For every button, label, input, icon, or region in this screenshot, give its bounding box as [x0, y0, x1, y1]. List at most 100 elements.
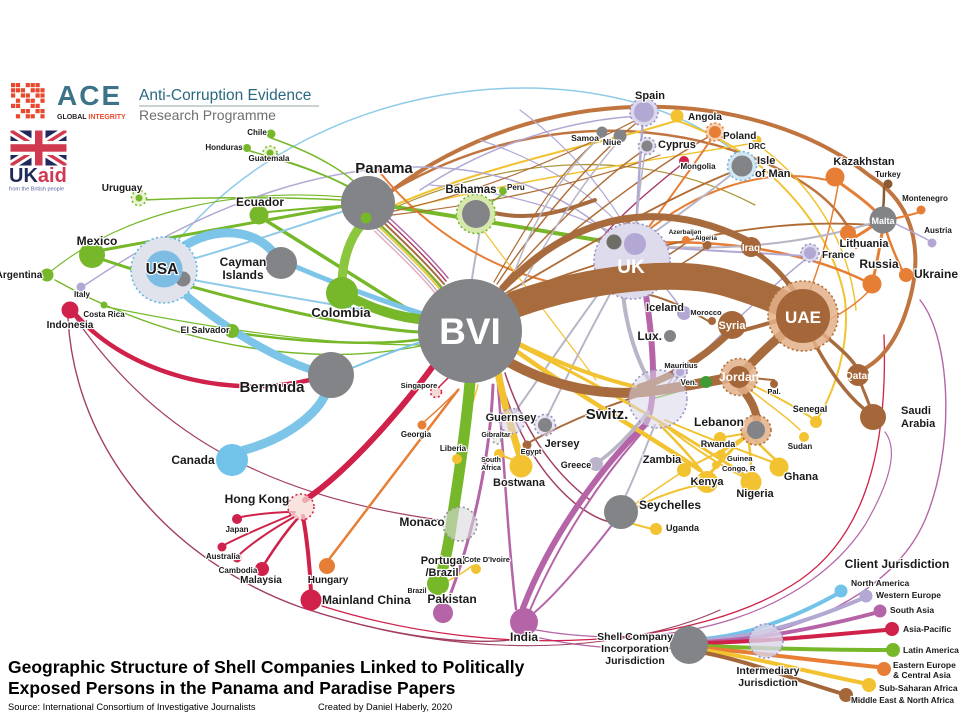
svg-text:Uruguay: Uruguay [102, 183, 143, 194]
svg-text:Niue: Niue [603, 137, 622, 147]
svg-text:France: France [822, 250, 855, 261]
svg-text:Senegal: Senegal [793, 404, 828, 414]
svg-text:Arabia: Arabia [901, 418, 936, 430]
svg-text:Australia: Australia [206, 552, 241, 561]
svg-text:Iraq: Iraq [742, 243, 760, 254]
svg-text:Bostwana: Bostwana [493, 477, 546, 489]
svg-text:GLOBAL INTEGRITY: GLOBAL INTEGRITY [57, 114, 126, 121]
svg-text:UAE: UAE [785, 308, 821, 327]
svg-text:Sub-Saharan Africa: Sub-Saharan Africa [879, 683, 958, 693]
svg-text:Switz.: Switz. [586, 406, 629, 423]
svg-text:UK: UK [617, 257, 645, 278]
svg-text:Georgia: Georgia [401, 430, 432, 439]
svg-text:Intermediary: Intermediary [736, 665, 799, 677]
svg-text:Austria: Austria [924, 226, 952, 235]
svg-text:DRC: DRC [748, 142, 766, 151]
svg-text:Eastern Europe: Eastern Europe [893, 660, 956, 670]
svg-text:Jersey: Jersey [545, 438, 581, 450]
svg-text:Created by Daniel Haberly, 202: Created by Daniel Haberly, 2020 [318, 702, 452, 712]
svg-text:Hong Kong: Hong Kong [225, 492, 290, 506]
svg-text:Saudi: Saudi [901, 405, 931, 417]
svg-text:of Man: of Man [755, 168, 791, 180]
svg-text:Client Jurisdiction: Client Jurisdiction [845, 557, 950, 571]
svg-text:Samoa: Samoa [571, 133, 599, 143]
svg-text:Western Europe: Western Europe [876, 590, 941, 600]
svg-text:Indonesia: Indonesia [47, 320, 94, 331]
svg-text:Colombia: Colombia [311, 305, 371, 320]
svg-text:Malta: Malta [871, 216, 895, 226]
svg-text:Middle East & North Africa: Middle East & North Africa [851, 696, 954, 705]
svg-text:Sudan: Sudan [788, 442, 813, 451]
svg-text:Lux.: Lux. [637, 329, 662, 343]
svg-text:Geographic Structure of Shell: Geographic Structure of Shell Companies … [8, 657, 525, 677]
svg-text:Gibraltar: Gibraltar [481, 432, 510, 439]
svg-text:Montenegro: Montenegro [902, 194, 948, 203]
svg-text:Ukraine: Ukraine [914, 267, 958, 281]
svg-text:Seychelles: Seychelles [639, 498, 701, 512]
svg-text:BVI: BVI [439, 311, 501, 352]
svg-text:Italy: Italy [74, 290, 91, 299]
svg-text:Cyprus: Cyprus [658, 139, 696, 151]
svg-text:Shell Company: Shell Company [597, 631, 673, 643]
svg-text:Source: International Consorti: Source: International Consortium of Inve… [8, 702, 256, 712]
svg-text:Guinea: Guinea [727, 454, 753, 463]
svg-text:Mauritius: Mauritius [664, 361, 697, 370]
svg-text:Incorporation: Incorporation [601, 643, 669, 655]
svg-text:Mainland China: Mainland China [322, 593, 411, 607]
svg-text:Research Programme: Research Programme [139, 107, 276, 123]
svg-text:Iceland: Iceland [646, 302, 684, 314]
svg-text:Latin America: Latin America [903, 645, 959, 655]
svg-text:Japan: Japan [225, 525, 248, 534]
svg-text:Kazakhstan: Kazakhstan [833, 156, 894, 168]
svg-text:Algeria: Algeria [695, 235, 717, 242]
svg-text:Qatar: Qatar [845, 371, 871, 382]
svg-text:Jordan: Jordan [719, 370, 759, 384]
svg-text:Anti-Corruption Evidence: Anti-Corruption Evidence [139, 87, 311, 104]
svg-text:Africa: Africa [481, 465, 501, 472]
svg-text:Exposed Persons in the Panama: Exposed Persons in the Panama and Paradi… [8, 678, 456, 698]
svg-text:Jurisdiction: Jurisdiction [738, 677, 798, 689]
svg-text:Singapore: Singapore [401, 381, 438, 390]
svg-text:Ghana: Ghana [784, 471, 819, 483]
svg-text:Jurisdiction: Jurisdiction [605, 655, 665, 667]
svg-text:Asia-Pacific: Asia-Pacific [903, 624, 951, 634]
svg-text:South: South [481, 457, 501, 464]
svg-text:Syria: Syria [719, 320, 747, 332]
svg-text:Argentina: Argentina [0, 270, 43, 281]
svg-text:Pal.: Pal. [767, 387, 780, 396]
svg-text:Honduras: Honduras [205, 143, 243, 152]
svg-text:from the British people: from the British people [9, 187, 64, 193]
svg-text:Turkey: Turkey [875, 170, 901, 179]
svg-text:Kenya: Kenya [690, 476, 724, 488]
svg-text:Nigeria: Nigeria [736, 488, 774, 500]
svg-text:Liberia: Liberia [440, 444, 467, 453]
svg-text:Malaysia: Malaysia [240, 575, 282, 586]
svg-text:El Salvador: El Salvador [180, 325, 230, 335]
svg-text:Angola: Angola [688, 112, 722, 123]
svg-text:/Brazil: /Brazil [425, 567, 458, 579]
svg-text:Chile: Chile [247, 128, 267, 137]
svg-text:Islands: Islands [222, 268, 264, 282]
svg-text:Isle: Isle [757, 155, 775, 167]
svg-text:Egypt: Egypt [521, 447, 542, 456]
svg-text:Mongolia: Mongolia [680, 162, 716, 171]
svg-text:North America: North America [851, 578, 910, 588]
svg-text:Lebanon: Lebanon [694, 415, 744, 429]
svg-text:Brazil: Brazil [407, 588, 426, 595]
svg-text:Cote D'Ivoire: Cote D'Ivoire [464, 555, 510, 564]
svg-text:Congo, R: Congo, R [722, 464, 756, 473]
svg-text:Cayman: Cayman [220, 255, 267, 269]
svg-text:Lithuania: Lithuania [840, 238, 890, 250]
svg-text:Poland: Poland [723, 131, 756, 142]
svg-text:Ven.: Ven. [681, 378, 697, 387]
svg-text:Bahamas: Bahamas [445, 184, 496, 196]
svg-text:Mexico: Mexico [77, 234, 118, 248]
svg-text:Bermuda: Bermuda [239, 379, 305, 396]
svg-text:USA: USA [146, 261, 179, 278]
svg-text:Hungary: Hungary [308, 575, 349, 586]
svg-text:Greece: Greece [561, 460, 592, 470]
svg-text:Spain: Spain [635, 90, 665, 102]
svg-text:UKaid: UKaid [9, 165, 67, 187]
svg-text:Portugal: Portugal [421, 555, 466, 567]
svg-text:Uganda: Uganda [666, 523, 700, 533]
